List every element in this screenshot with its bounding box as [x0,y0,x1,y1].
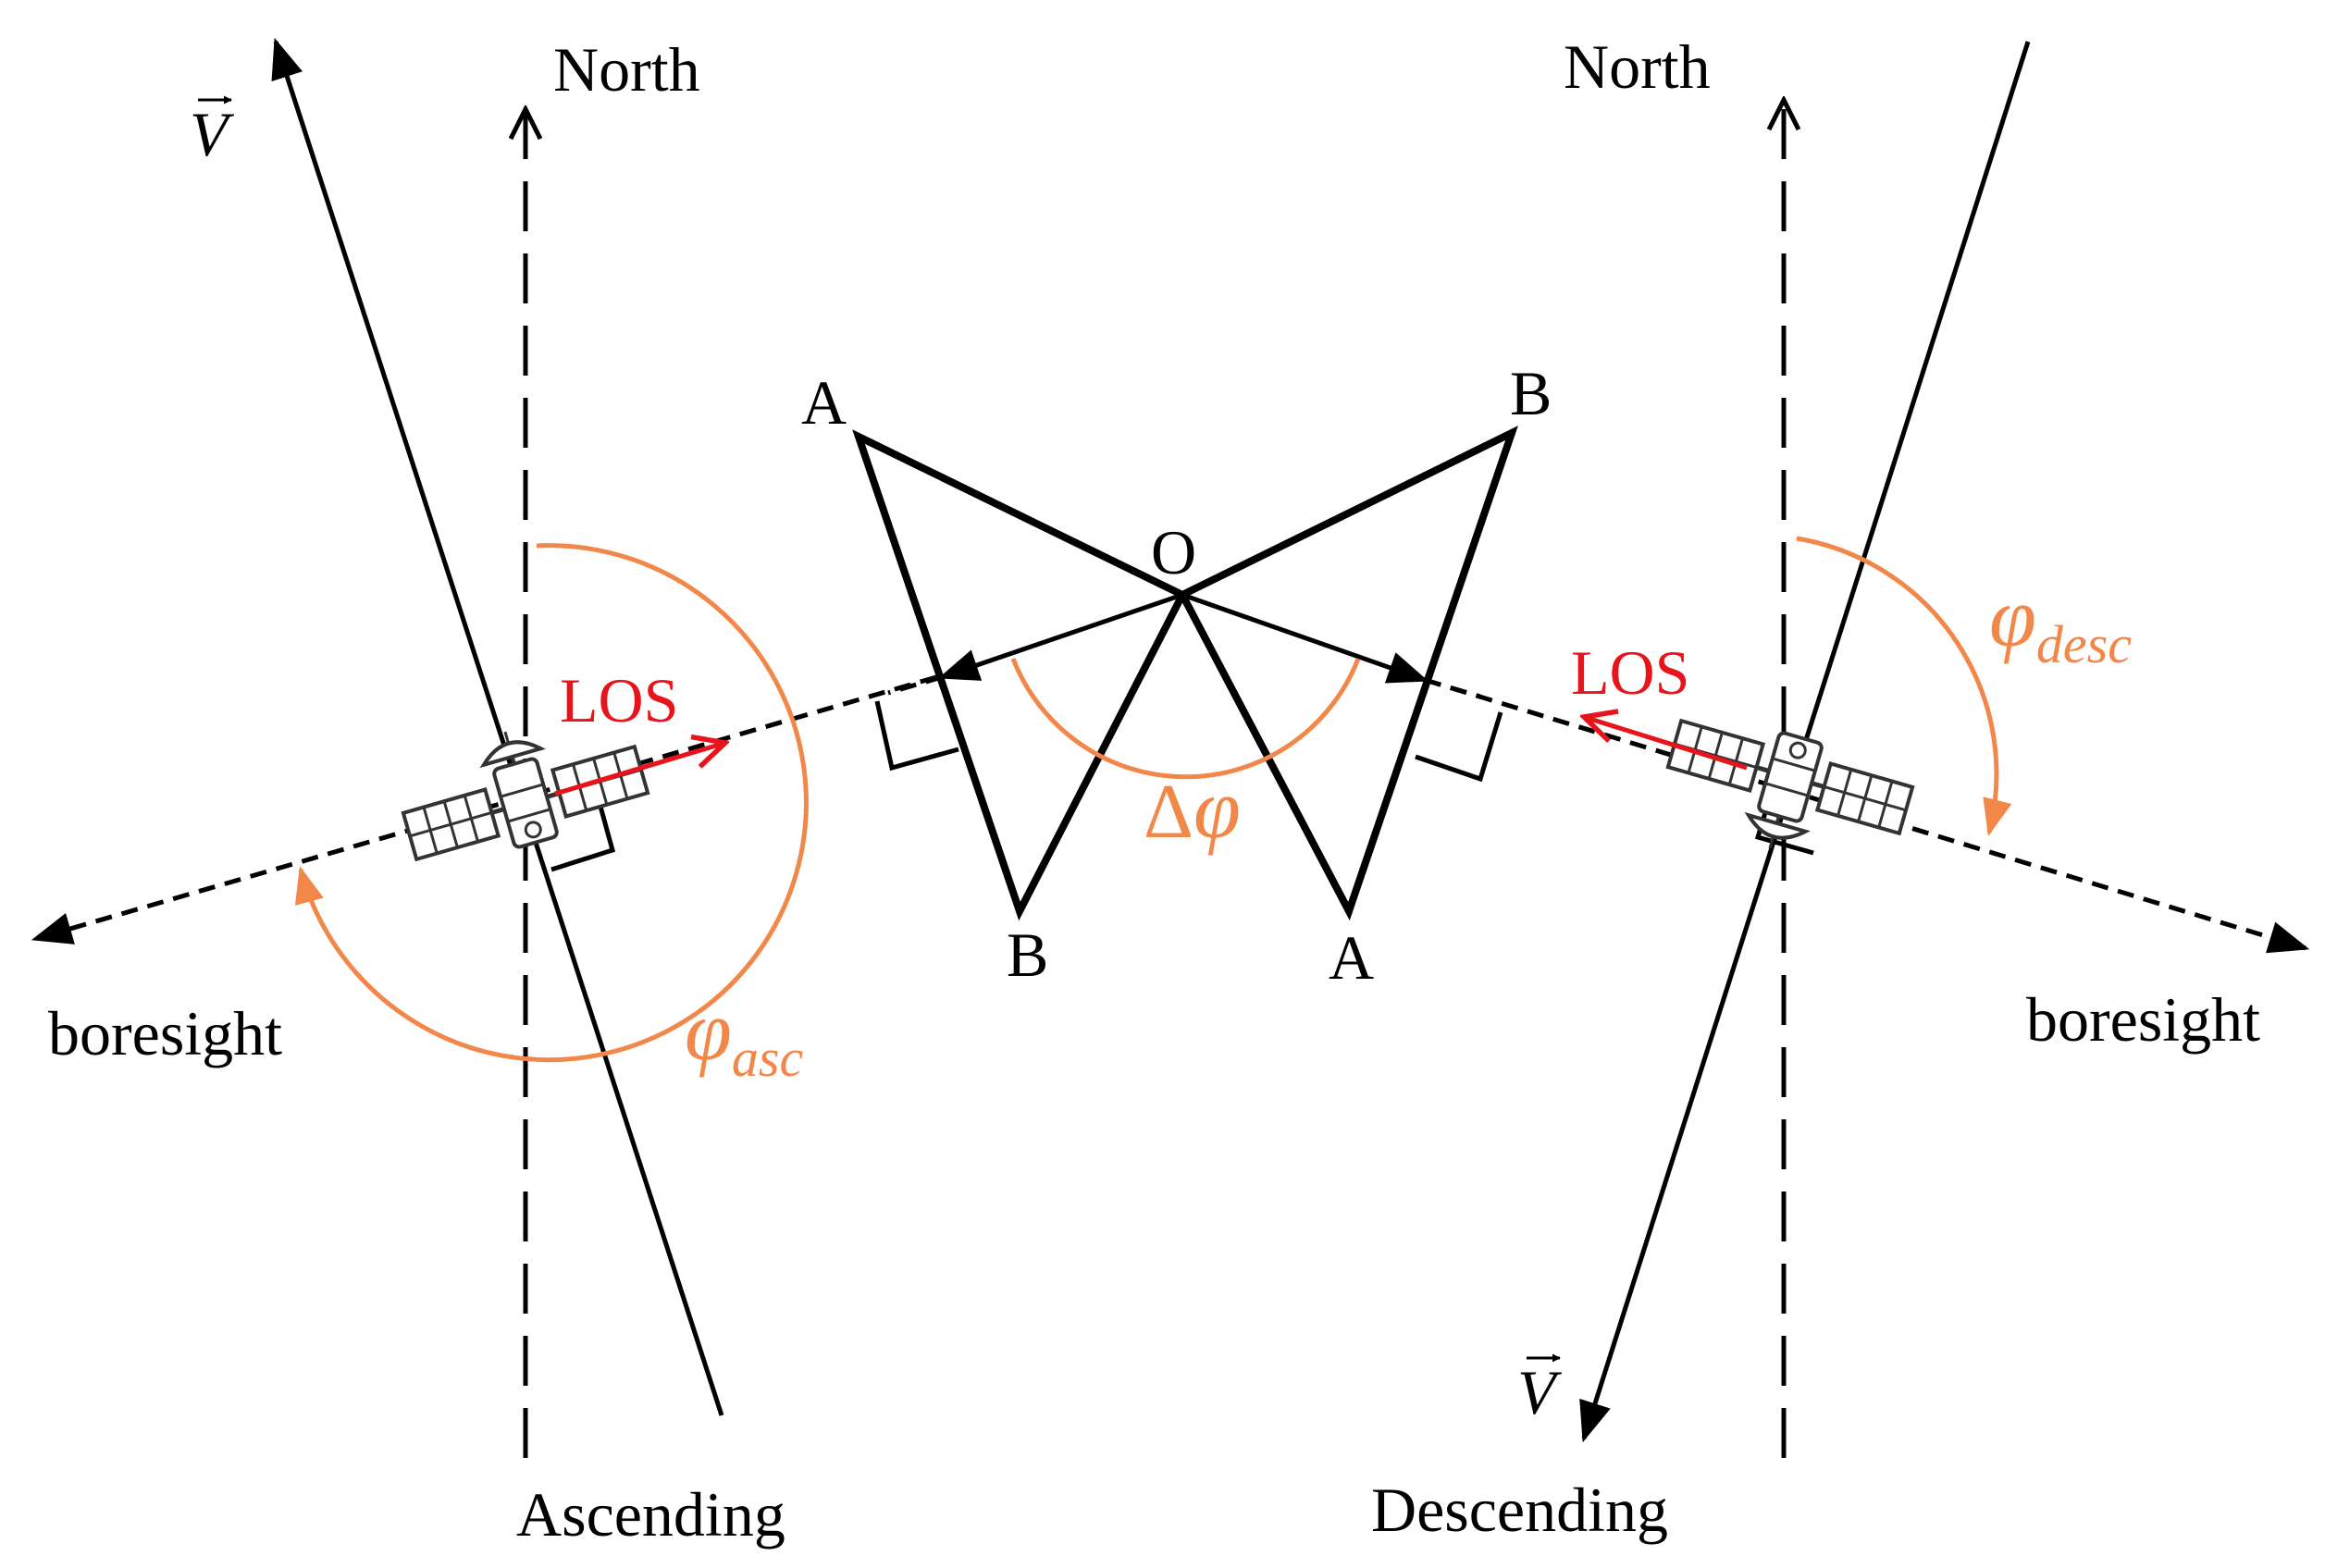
right-angle-marker-center-left [874,700,959,772]
los-label-left: LOS [560,665,678,735]
dash-left-ext [887,674,943,696]
center-geometry [852,426,1518,921]
velocity-line-left [271,37,724,1416]
phi-asc-label: φasc [685,983,803,1088]
north-label-left: North [553,34,700,105]
phi-asc-subscript: asc [732,1028,804,1088]
delta-symbol: Δ [1144,769,1193,855]
point-b-top-label: B [1510,358,1552,428]
delta-phi-arc [1010,658,1361,780]
point-o-label: O [1151,517,1196,587]
point-b-bottom-label: B [1007,920,1048,990]
right-angle-marker-left [550,802,616,872]
right-angle-marker-center-right [1415,711,1503,783]
phi-asc-arc [295,543,809,1063]
boresight-label-right: boresight [2026,984,2260,1055]
velocity-label-left: V [190,95,235,169]
phi-desc-label: φdesc [1989,570,2132,674]
ascending-label: Ascending [516,1479,785,1549]
v-label-right: V [1517,1357,1563,1427]
v-label-left: V [190,99,235,169]
delta-phi-symbol: φ [1193,761,1241,856]
descending-label: Descending [1371,1475,1668,1545]
velocity-label-right: V [1517,1353,1563,1427]
ascending-group [31,37,937,1458]
boresight-label-left: boresight [48,998,282,1068]
north-label-right: North [1564,31,1711,102]
los-label-right: LOS [1571,637,1689,708]
point-a-bottom-label: A [1329,922,1374,993]
triangle-right [1177,426,1518,921]
phi-desc-symbol: φ [1989,570,2036,664]
point-a-top-label: A [801,367,847,438]
dash-right-ext [1424,677,1481,699]
los-arrow-right [1584,717,1748,771]
vector-o-right [1181,592,1429,684]
phi-asc-symbol: φ [685,983,732,1078]
delta-phi-label: Δφ [1144,761,1241,856]
phi-desc-arc [1796,536,2012,836]
los-arrow-left [554,743,725,796]
vector-o-left [937,592,1183,681]
phi-desc-subscript: desc [2036,614,2132,674]
descending-group [1424,41,2310,1458]
